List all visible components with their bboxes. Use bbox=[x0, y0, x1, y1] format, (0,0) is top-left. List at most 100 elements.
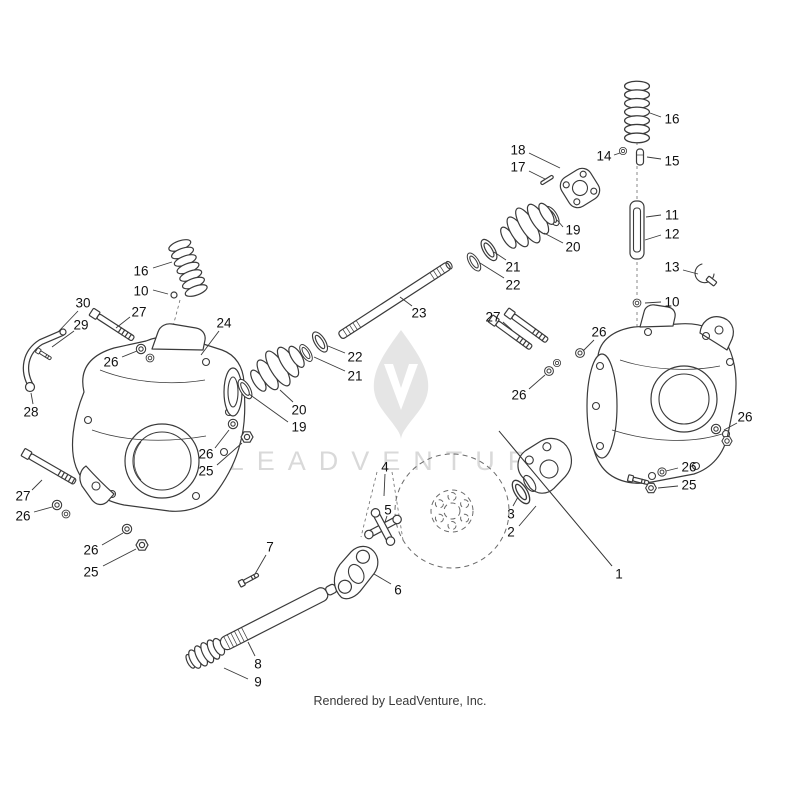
clamp-13 bbox=[694, 263, 718, 287]
yoke-6 bbox=[333, 545, 379, 600]
part-callout-20: 20 bbox=[565, 240, 580, 255]
part-callout-16: 16 bbox=[664, 112, 679, 127]
callout-leader-26 bbox=[723, 422, 738, 431]
callout-leader-7 bbox=[254, 554, 267, 575]
callout-leader-2 bbox=[518, 505, 537, 527]
part-callout-26: 26 bbox=[737, 410, 752, 425]
part-callout-25: 25 bbox=[198, 464, 213, 479]
part-callout-5: 5 bbox=[384, 503, 392, 518]
part-callout-11: 11 bbox=[665, 208, 679, 223]
callout-leader-24 bbox=[200, 330, 220, 356]
part-callout-15: 15 bbox=[664, 154, 679, 169]
ring-22-left bbox=[308, 328, 332, 356]
part-callout-26: 26 bbox=[198, 447, 213, 462]
ring-21-upper bbox=[477, 236, 501, 264]
washer-26-right-a bbox=[575, 348, 585, 358]
part-callout-26: 26 bbox=[591, 325, 606, 340]
watermark-text: LEADVENTURE bbox=[229, 446, 572, 476]
callout-leader-26 bbox=[121, 350, 138, 358]
prop-shaft-8-9 bbox=[185, 583, 338, 669]
drive-shaft-23 bbox=[338, 260, 453, 339]
callout-leader-12 bbox=[644, 234, 662, 241]
phantom-guides bbox=[170, 136, 638, 541]
vent-tube-11-12 bbox=[629, 200, 645, 260]
bolt-27-right-b bbox=[503, 307, 551, 345]
valve-15 bbox=[635, 148, 645, 166]
part-callout-24: 24 bbox=[216, 316, 232, 331]
part-callout-19: 19 bbox=[291, 420, 306, 435]
callout-leader-28 bbox=[30, 392, 34, 405]
washer-26-bottom-left-a bbox=[51, 499, 63, 511]
washer-26-lower bbox=[121, 523, 133, 535]
cv-boot-20-right bbox=[492, 193, 562, 258]
part-callout-23: 23 bbox=[411, 306, 426, 321]
bolt-27-top-left bbox=[88, 307, 137, 343]
part-callout-25: 25 bbox=[681, 478, 696, 493]
callout-leader-6 bbox=[373, 573, 392, 585]
part-callout-18: 18 bbox=[510, 143, 525, 158]
render-credit: Rendered by LeadVenture, Inc. bbox=[313, 694, 487, 708]
callout-leader-26 bbox=[214, 429, 230, 449]
callout-leader-9 bbox=[223, 667, 249, 680]
callout-leader-27 bbox=[115, 316, 131, 329]
callout-leader-20 bbox=[543, 232, 564, 244]
pin-17 bbox=[540, 174, 554, 186]
washer-26-right-c bbox=[552, 358, 562, 368]
part-callout-26: 26 bbox=[83, 543, 98, 558]
callout-leader-19 bbox=[248, 393, 289, 423]
callout-leader-25 bbox=[216, 442, 243, 466]
callout-leader-14 bbox=[613, 152, 621, 156]
part-callout-26: 26 bbox=[15, 509, 30, 524]
callout-leader-20 bbox=[279, 389, 294, 403]
bolt-29 bbox=[34, 347, 53, 362]
part-callout-2: 2 bbox=[507, 525, 515, 540]
part-callout-28: 28 bbox=[23, 405, 38, 420]
callout-leader-22 bbox=[327, 345, 346, 354]
washer-26-far-right bbox=[710, 423, 722, 435]
part-callout-3: 3 bbox=[507, 507, 515, 522]
washer-26-bottom-right bbox=[657, 467, 667, 477]
part-callout-19: 19 bbox=[565, 223, 580, 238]
callout-leader-15 bbox=[646, 156, 662, 160]
part-callouts: 1610273029262824201922212326252726262574… bbox=[15, 112, 752, 690]
part-callout-27: 27 bbox=[15, 489, 30, 504]
part-callout-22: 22 bbox=[347, 350, 362, 365]
bolt-7 bbox=[237, 571, 261, 588]
part-callout-6: 6 bbox=[394, 583, 402, 598]
washer-26-left-b bbox=[145, 353, 155, 363]
nut-25-bottom-right bbox=[645, 482, 657, 494]
washer-26-right-b bbox=[544, 366, 554, 376]
washer-26-mid bbox=[227, 418, 239, 430]
callout-leader-22 bbox=[479, 262, 505, 279]
part-callout-13: 13 bbox=[664, 260, 679, 275]
washer-26-left-a bbox=[135, 343, 147, 355]
part-callout-27: 27 bbox=[485, 310, 500, 325]
part-callout-21: 21 bbox=[347, 369, 362, 384]
callout-leader-17 bbox=[528, 170, 546, 180]
callout-leader-16 bbox=[649, 112, 662, 118]
part-callout-9: 9 bbox=[254, 675, 262, 690]
callout-leader-10 bbox=[152, 289, 169, 295]
nut-25-lower bbox=[135, 539, 149, 551]
bearing-flange-18 bbox=[559, 167, 601, 209]
callout-leader-1 bbox=[498, 430, 613, 567]
part-callout-30: 30 bbox=[75, 296, 90, 311]
callout-leader-4 bbox=[383, 473, 386, 497]
callout-leader-30 bbox=[57, 310, 79, 333]
part-callout-16: 16 bbox=[133, 264, 148, 279]
nut-25-mid bbox=[240, 431, 254, 443]
callout-leader-26 bbox=[101, 532, 124, 546]
part-callout-29: 29 bbox=[73, 318, 88, 333]
part-callout-21: 21 bbox=[505, 260, 520, 275]
callout-leader-26 bbox=[528, 374, 546, 390]
washer-10-right bbox=[632, 298, 642, 308]
part-callout-26: 26 bbox=[103, 355, 118, 370]
washer-26-bottom-left-b bbox=[61, 509, 71, 519]
callout-leader-16 bbox=[152, 261, 173, 269]
spring-left bbox=[166, 236, 210, 300]
callout-leader-21 bbox=[493, 251, 507, 261]
callout-leader-25 bbox=[102, 548, 137, 567]
pin-10-left bbox=[170, 291, 178, 299]
